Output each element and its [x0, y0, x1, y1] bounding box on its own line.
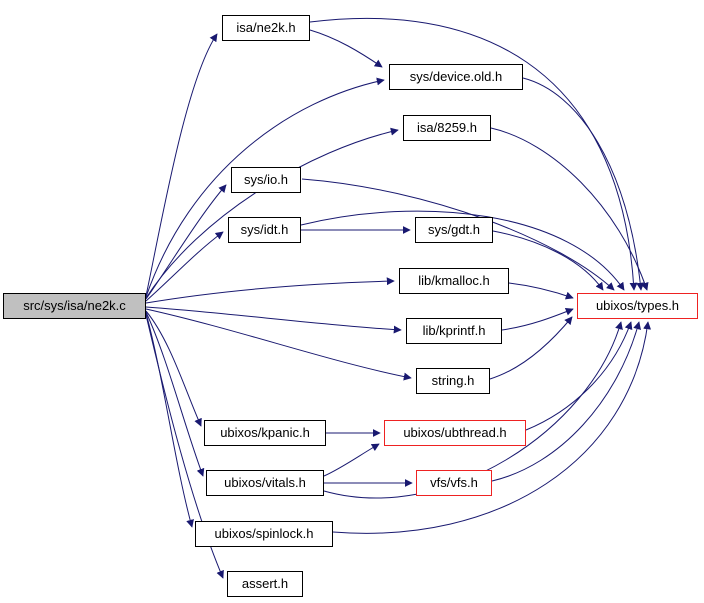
edge-main-to-kmalloc — [145, 277, 395, 304]
edge-main-to-isa-ne2k — [145, 33, 218, 297]
edge-main-to-sysidt — [145, 231, 224, 302]
edge-sysidt-to-types — [300, 210, 625, 291]
edge-kmalloc-to-types — [508, 282, 574, 300]
node-lib-kprintf-h[interactable]: lib/kprintf.h — [406, 318, 502, 344]
edge-main-to-assert — [145, 314, 224, 579]
node-string-h[interactable]: string.h — [416, 368, 490, 394]
node-ubixos-vitals-h[interactable]: ubixos/vitals.h — [206, 470, 324, 496]
edge-isa8259-to-types — [490, 127, 649, 291]
edge-main-to-vitals — [145, 311, 205, 477]
node-ubixos-spinlock-h[interactable]: ubixos/spinlock.h — [195, 521, 333, 547]
edge-vfs-to-types — [491, 321, 641, 482]
node-sys-io-h[interactable]: sys/io.h — [231, 167, 301, 193]
node-assert-h[interactable]: assert.h — [227, 571, 303, 597]
node-src-sys-isa-ne2k-c: src/sys/isa/ne2k.c — [3, 293, 146, 319]
node-lib-kmalloc-h[interactable]: lib/kmalloc.h — [399, 268, 509, 294]
node-sys-gdt-h[interactable]: sys/gdt.h — [415, 217, 493, 243]
edge-main-to-sysio — [145, 184, 227, 300]
edge-ubthread-to-types — [525, 321, 633, 431]
node-sys-device-old-h[interactable]: sys/device.old.h — [389, 64, 523, 90]
edge-vitals-to-types — [323, 321, 623, 499]
edge-main-to-kprintf — [145, 306, 402, 334]
node-ubixos-types-h[interactable]: ubixos/types.h — [577, 293, 698, 319]
edge-main-to-string — [145, 308, 412, 381]
edge-vitals-to-ubthread — [323, 443, 380, 477]
node-ubixos-ubthread-h[interactable]: ubixos/ubthread.h — [384, 420, 526, 446]
node-vfs-vfs-h[interactable]: vfs/vfs.h — [416, 470, 492, 496]
node-isa-8259-h[interactable]: isa/8259.h — [403, 115, 491, 141]
edge-device-old-to-types — [522, 77, 645, 291]
edge-isa-ne2k-to-types — [309, 17, 638, 291]
edge-main-to-device-old — [145, 77, 385, 298]
edge-spinlock-to-types — [332, 321, 652, 534]
node-sys-idt-h[interactable]: sys/idt.h — [228, 217, 301, 243]
edge-kprintf-to-types — [501, 307, 574, 331]
node-isa-ne2k-h[interactable]: isa/ne2k.h — [222, 15, 310, 41]
edge-main-to-kpanic — [145, 310, 202, 427]
edge-main-to-spinlock — [145, 312, 194, 528]
edge-isa-ne2k-to-device-old — [309, 29, 383, 68]
node-ubixos-kpanic-h[interactable]: ubixos/kpanic.h — [204, 420, 326, 446]
edge-string-to-types — [489, 316, 573, 380]
edge-sysgdt-to-types — [492, 230, 604, 291]
